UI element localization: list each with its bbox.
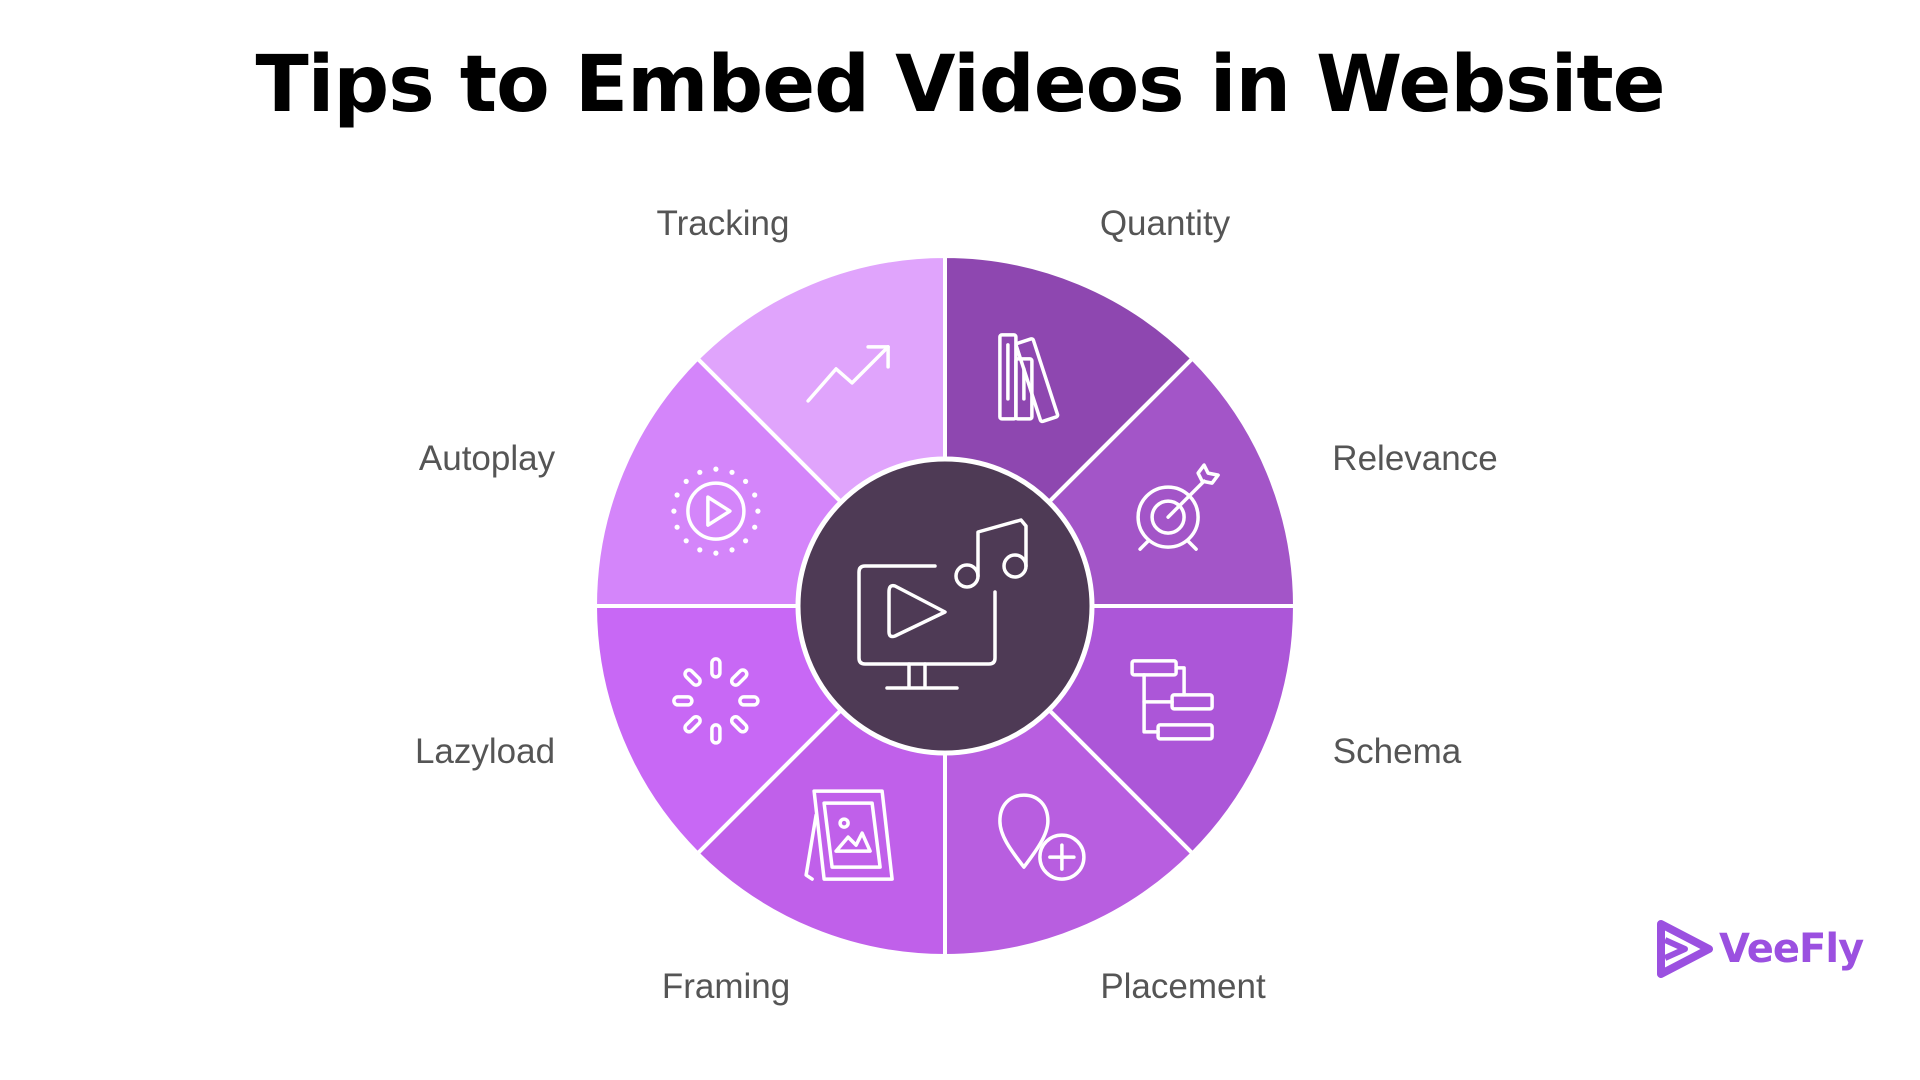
label-placement: Placement bbox=[1100, 967, 1266, 1006]
trend-up-icon bbox=[806, 345, 890, 403]
veefly-logo: VeeFly bbox=[1655, 918, 1864, 980]
hierarchy-icon bbox=[1130, 659, 1214, 741]
label-quantity: Quantity bbox=[1099, 204, 1231, 243]
label-framing: Framing bbox=[661, 967, 791, 1006]
video-monitor-music-icon bbox=[857, 518, 1028, 690]
target-arrow-icon bbox=[1136, 463, 1220, 551]
veefly-play-logo-icon bbox=[1657, 920, 1713, 978]
brand-name: VeeFly bbox=[1719, 926, 1864, 972]
center-hub bbox=[795, 456, 1095, 756]
label-autoplay: Autoplay bbox=[418, 439, 556, 478]
loading-spinner-icon bbox=[672, 657, 760, 745]
location-pin-plus-icon bbox=[998, 793, 1086, 881]
label-lazyload: Lazyload bbox=[414, 732, 556, 771]
play-circle-icon bbox=[671, 466, 761, 556]
picture-frame-icon bbox=[804, 789, 894, 881]
label-tracking: Tracking bbox=[656, 204, 790, 243]
page-title: Tips to Embed Videos in Website bbox=[255, 40, 1665, 130]
books-icon bbox=[998, 333, 1060, 424]
label-relevance: Relevance bbox=[1332, 439, 1498, 478]
label-schema: Schema bbox=[1332, 732, 1462, 771]
